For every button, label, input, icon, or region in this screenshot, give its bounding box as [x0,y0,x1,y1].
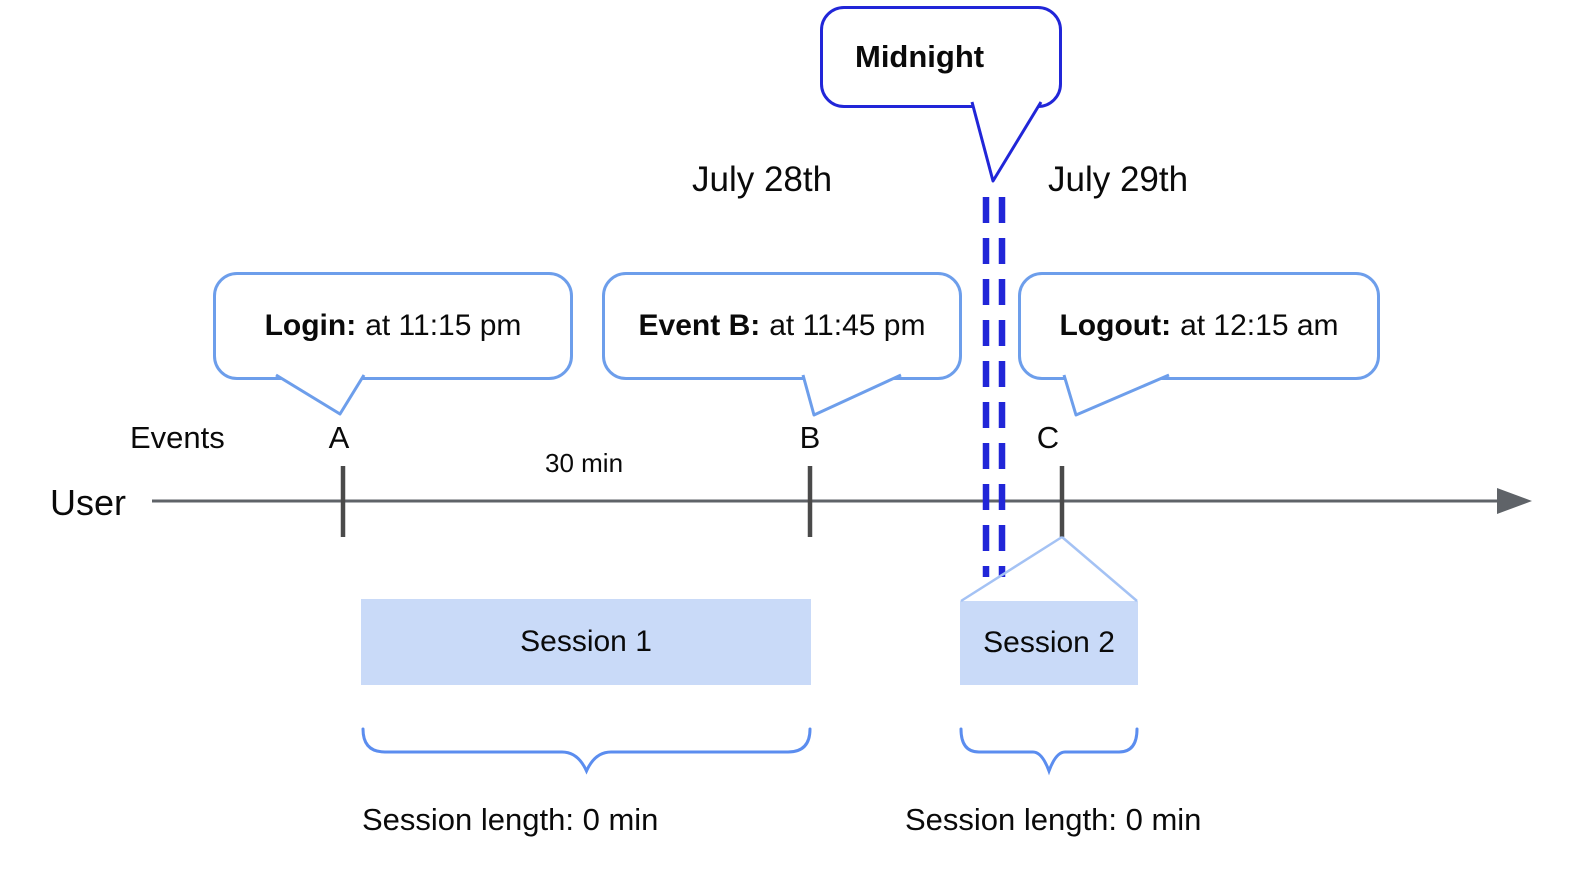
session-1-box: Session 1 [361,599,811,685]
session-2-box: Session 2 [960,601,1138,685]
login-callout-pointer [275,373,366,416]
logout-callout-title: Logout: [1059,309,1172,342]
login-callout-title: Login: [264,309,357,342]
login-callout: Login: at 11:15 pm [213,272,573,380]
session-1-brace [361,727,812,775]
event-b-callout: Event B: at 11:45 pm [602,272,962,380]
session-1-length-label: Session length: 0 min [362,802,659,837]
event-b-callout-pointer [801,373,902,417]
midnight-callout-pointer [970,101,1043,183]
date-label-july-29: July 29th [1048,160,1189,199]
events-axis-label: Events [130,420,225,455]
session-2-funnel-right [1061,536,1138,602]
session-2-length-label: Session length: 0 min [905,802,1202,837]
session-2-brace [959,727,1139,776]
timeline-arrowhead-icon [1497,488,1532,514]
event-b-callout-time: at 11:45 pm [769,309,926,342]
session-2-funnel-left [960,535,1063,603]
date-label-july-28: July 28th [692,160,833,199]
login-callout-time: at 11:15 pm [365,309,522,342]
logout-callout-pointer [1062,373,1170,417]
session-1-label: Session 1 [520,625,652,658]
tick-label-b: B [799,420,821,455]
tick-label-c: C [1036,420,1060,455]
logout-callout-time: at 12:15 am [1180,309,1339,342]
tick-label-a: A [328,420,350,455]
interval-label-30-min: 30 min [545,448,624,478]
logout-callout: Logout: at 12:15 am [1018,272,1380,380]
midnight-callout: Midnight [820,6,1062,108]
midnight-label: Midnight [855,39,985,74]
session-2-label: Session 2 [983,626,1115,659]
user-axis-label: User [50,482,127,523]
event-b-callout-title: Event B: [638,309,761,342]
